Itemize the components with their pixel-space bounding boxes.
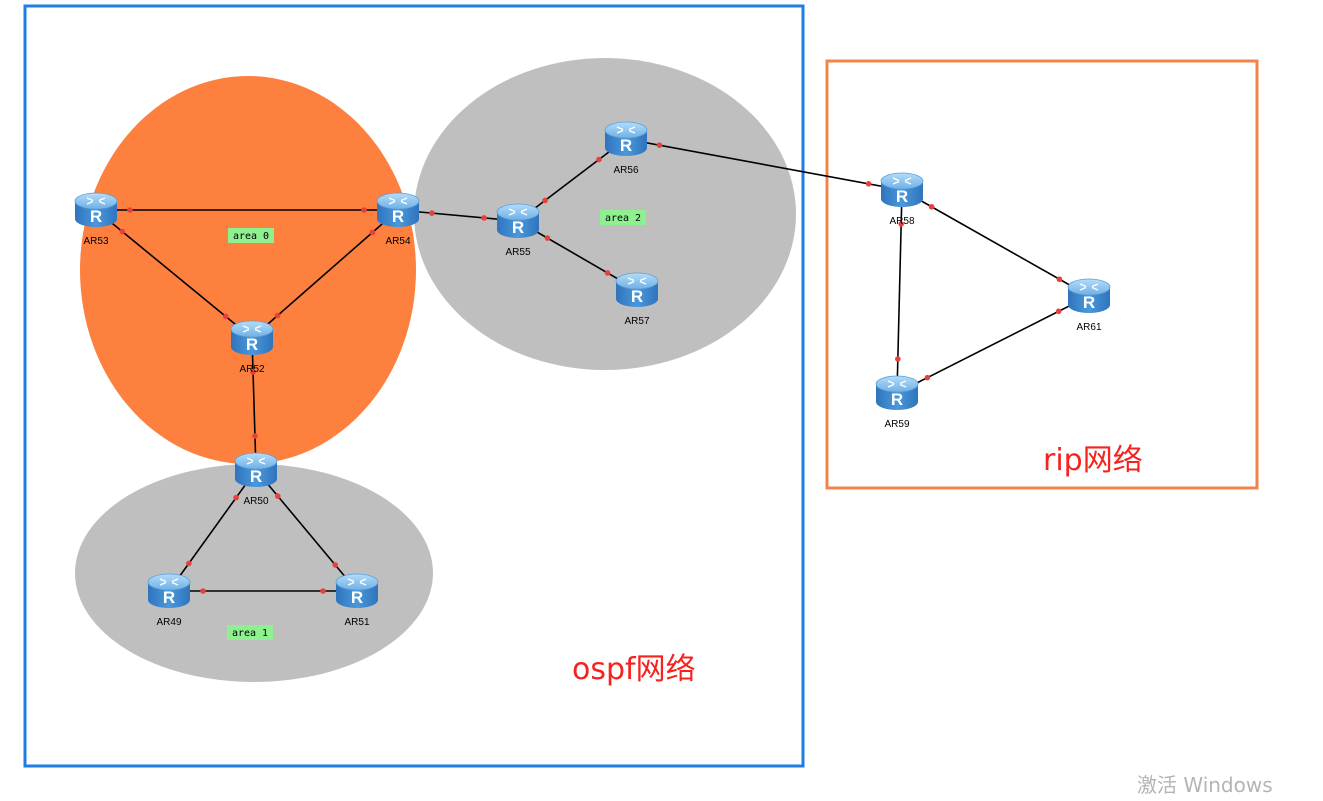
port-dot-ar49 [200,588,206,594]
router-ar53[interactable]: AR53 [74,192,118,247]
port-dot-ar61 [1056,276,1063,283]
router-ar58[interactable]: AR58 [880,172,924,227]
router-icon[interactable] [875,375,919,411]
port-dot-ar56 [656,142,663,148]
port-dot-ar58 [928,203,935,210]
router-ar50[interactable]: AR50 [234,452,278,507]
router-label-ar55: AR55 [505,247,530,258]
router-ar54[interactable]: AR54 [376,192,420,247]
port-dot-ar58 [898,221,904,227]
port-dot-ar50 [274,493,281,499]
router-ar56[interactable]: AR56 [604,121,648,176]
router-ar55[interactable]: AR55 [496,203,540,258]
port-dot-ar56 [596,156,602,163]
area0-label-bg [228,228,274,243]
area2-label-text: area 2 [605,213,641,224]
area1-region [75,464,433,682]
port-dot-ar54 [361,207,367,213]
router-icon[interactable] [230,320,274,356]
port-dot-ar50 [233,494,239,501]
router-label-ar49: AR49 [156,617,181,628]
port-dot-ar51 [332,562,339,568]
router-label-ar59: AR59 [884,419,909,430]
router-ar61[interactable]: AR61 [1067,278,1111,333]
router-label-ar52: AR52 [239,364,264,375]
port-dot-ar52 [250,369,256,375]
link-ar52-ar50[interactable] [251,337,257,471]
area2-label-bg [600,210,646,225]
link-ar50-ar49[interactable] [168,469,257,592]
port-dot-ar55 [542,197,548,204]
router-icon[interactable] [1067,278,1111,314]
router-label-ar51: AR51 [344,617,369,628]
area0-label-text: area 0 [233,231,269,242]
area0-region [80,76,416,464]
router-label-ar58: AR58 [889,216,914,227]
port-dot-ar53 [127,207,133,213]
router-ar59[interactable]: AR59 [875,375,919,430]
area0-label: area 0 [228,228,274,243]
port-dot-ar59 [895,356,901,362]
port-dot-ar55 [544,235,551,241]
router-icon[interactable] [147,573,191,609]
router-icon[interactable] [604,121,648,157]
port-dot-ar52 [222,313,229,320]
router-icon[interactable] [880,172,924,208]
link-ar55-ar56[interactable] [517,138,627,222]
router-ar51[interactable]: AR51 [335,573,379,628]
router-icon[interactable] [615,272,659,308]
router-label-ar56: AR56 [613,165,638,176]
router-label-ar57: AR57 [624,316,649,327]
port-dot-ar51 [320,588,326,594]
port-dot-ar52 [274,312,281,319]
router-icon[interactable] [496,203,540,239]
router-ar52[interactable]: AR52 [230,320,274,375]
link-ar56-ar58[interactable] [625,138,903,191]
port-dot-ar61 [1055,308,1062,315]
area1-label-text: area 1 [232,628,268,639]
link-ar50-ar51[interactable] [255,469,358,592]
port-dot-ar54 [369,229,376,236]
area2-label: area 2 [600,210,646,225]
router-ar49[interactable]: AR49 [147,573,191,628]
port-dot-ar53 [119,228,126,235]
port-dot-ar50 [252,433,258,439]
rip-network-label: rip网络 [1043,443,1143,478]
router-label-ar53: AR53 [83,236,108,247]
port-dot-ar59 [924,374,931,381]
port-dots-layer [119,142,1063,594]
router-icon[interactable] [335,573,379,609]
router-icon[interactable] [74,192,118,228]
router-ar57[interactable]: AR57 [615,272,659,327]
rip-network-frame [825,59,1259,490]
port-dot-ar57 [604,270,611,276]
router-icon[interactable] [376,192,420,228]
ospf-network-frame [23,4,805,768]
ospf-network-label: ospf网络 [572,652,696,687]
area1-label: area 1 [227,625,273,640]
router-label-ar50: AR50 [243,496,268,507]
activate-windows-watermark: 激活 Windows [1137,773,1273,797]
router-label-ar54: AR54 [385,236,410,247]
port-dot-ar49 [186,560,192,567]
router-label-ar61: AR61 [1076,322,1101,333]
port-dot-ar58 [865,181,872,187]
port-dot-ar54 [429,210,435,216]
router-icon[interactable] [234,452,278,488]
area1-label-bg [227,625,273,640]
port-dot-ar55 [481,215,487,221]
